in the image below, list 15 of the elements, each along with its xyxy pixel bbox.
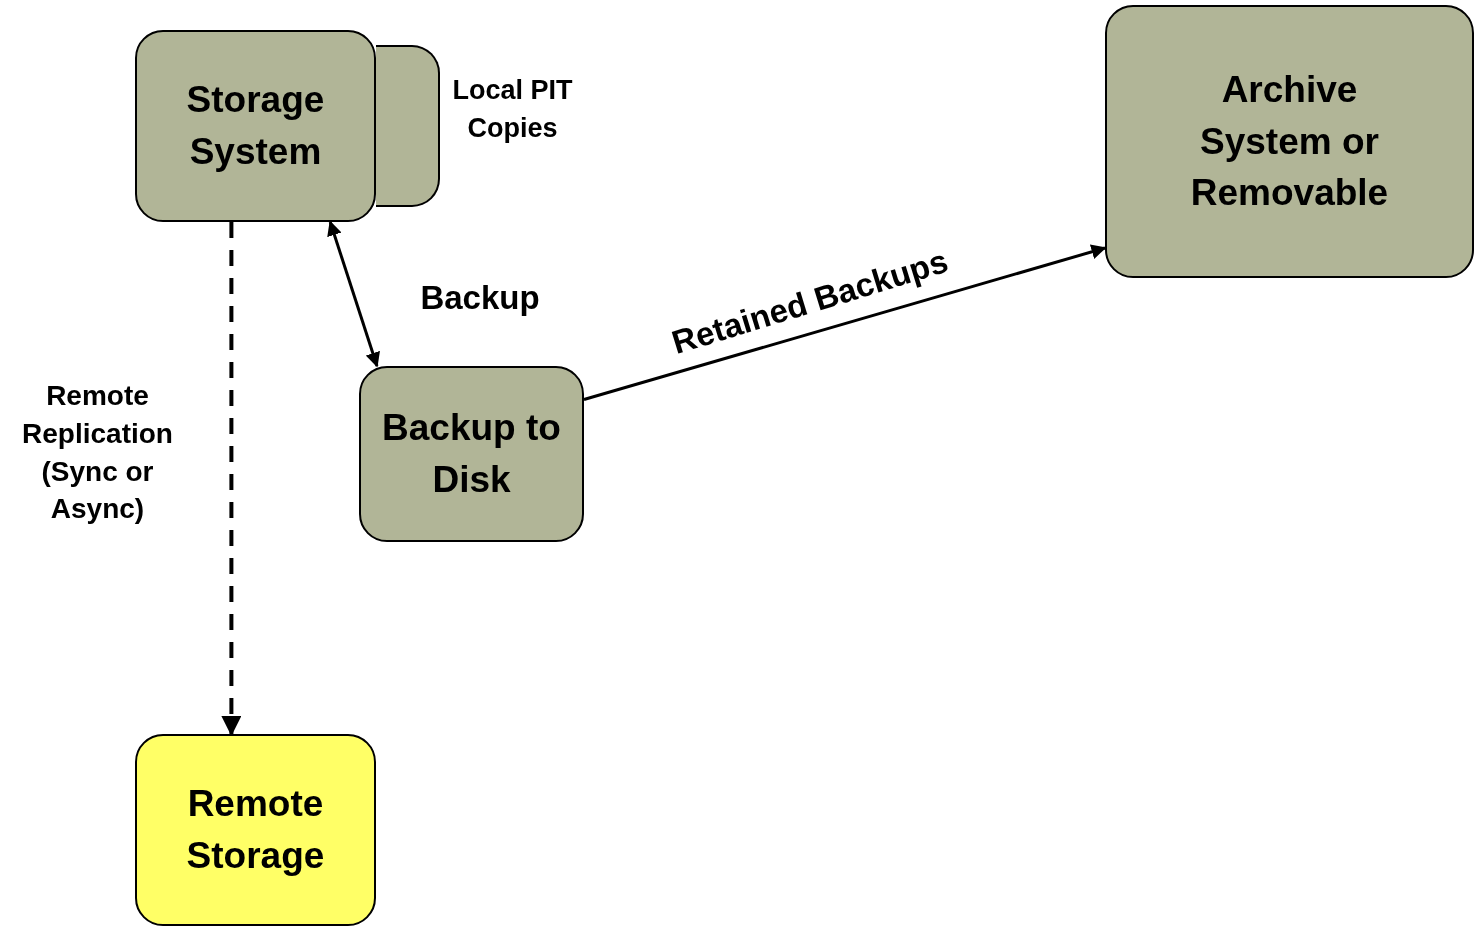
box-label: Backup to Disk (381, 406, 562, 502)
arrow (583, 244, 1107, 401)
rounded-box (359, 366, 584, 542)
edge-label: Remote Replication (Sync or Async) (21, 379, 174, 527)
rounded-box (135, 734, 376, 926)
arrow (221, 222, 242, 736)
rounded-box (376, 45, 440, 207)
arrow (327, 220, 380, 368)
side-caption: Local PIT Copies (451, 74, 574, 145)
box-label: Storage System (185, 78, 326, 174)
rounded-box (1105, 5, 1474, 278)
rounded-box (135, 30, 376, 222)
box-label: Remote Storage (185, 782, 326, 878)
box-label: Archive System or Removable (1189, 67, 1390, 216)
edge-label: Backup (419, 278, 541, 318)
